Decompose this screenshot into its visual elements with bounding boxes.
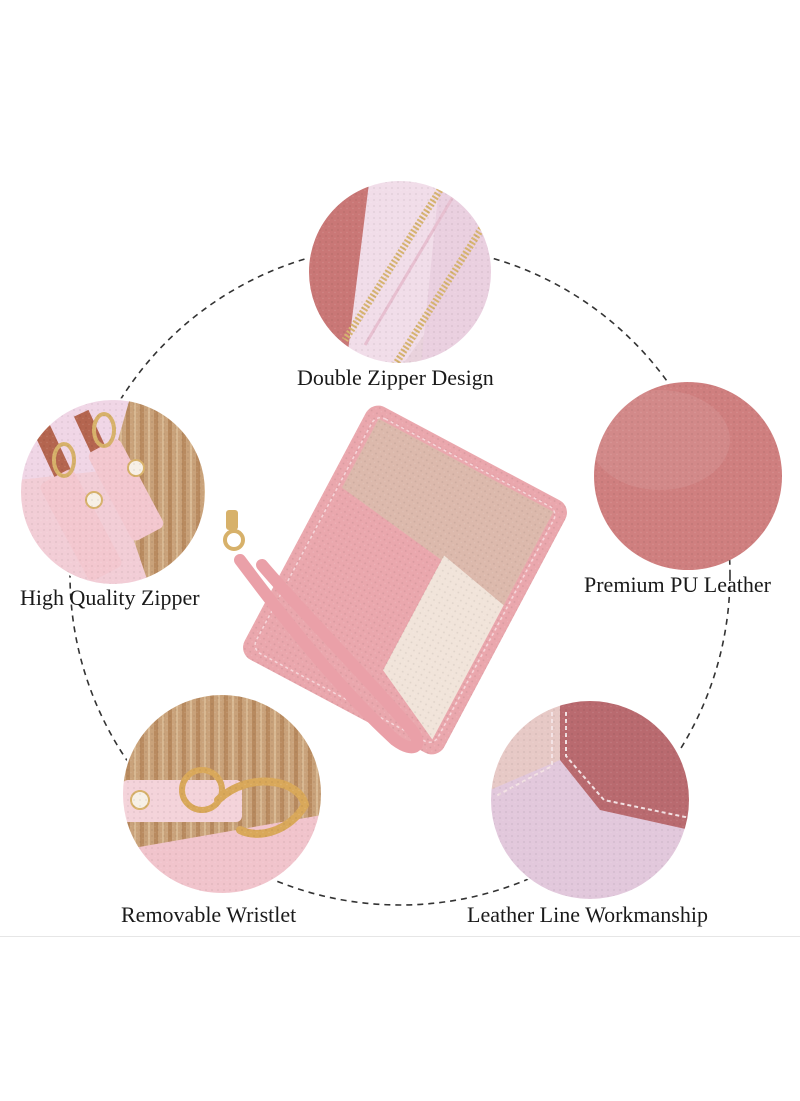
double-zipper-closeup	[307, 179, 493, 365]
feature-label-removable-wristlet: Removable Wristlet	[121, 902, 297, 927]
bottom-divider	[0, 936, 800, 937]
zipper-pulls-closeup	[19, 398, 207, 586]
wallet-strap	[223, 510, 424, 754]
pu-leather-texture	[594, 382, 782, 570]
feature-label-premium-leather: Premium PU Leather	[584, 572, 771, 597]
feature-label-leather-line: Leather Line Workmanship	[467, 902, 708, 927]
feature-label-high-quality-zipper: High Quality Zipper	[20, 585, 200, 610]
wristlet-clasp-closeup	[121, 693, 323, 895]
stitched-leather-closeup	[489, 699, 691, 901]
pink-colorblock-wallet	[243, 405, 567, 755]
feature-label-double-zipper: Double Zipper Design	[297, 365, 494, 390]
